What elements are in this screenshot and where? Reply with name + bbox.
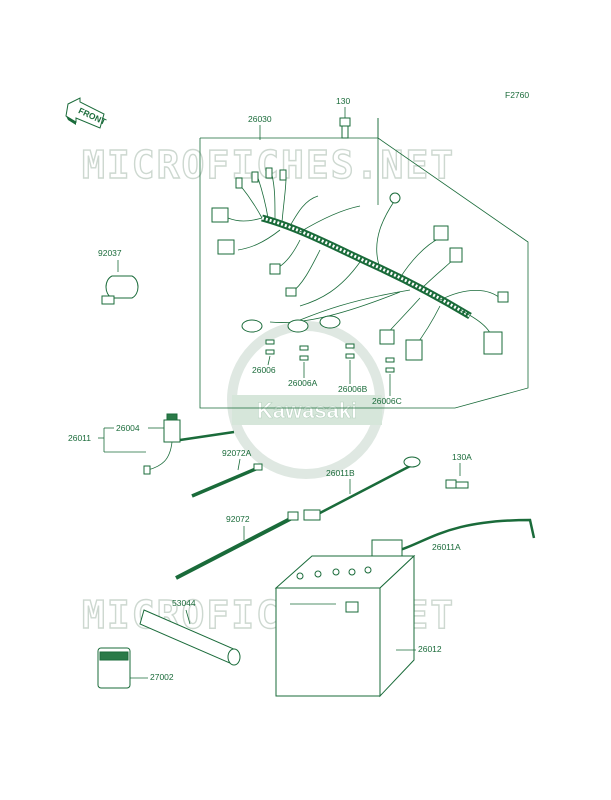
terminal-26006B-icon bbox=[345, 343, 355, 359]
part-label-26006: 26006 bbox=[252, 365, 276, 375]
brand-text: Kawasaki bbox=[257, 398, 357, 423]
band-92072-icon bbox=[175, 511, 299, 580]
part-label-26030: 26030 bbox=[248, 114, 272, 124]
terminal-26006C-icon bbox=[385, 357, 395, 373]
part-label-26006A: 26006A bbox=[288, 378, 318, 388]
switch-26004-icon bbox=[143, 413, 235, 475]
part-label-92072A: 92072A bbox=[222, 448, 252, 458]
battery-26012-icon bbox=[274, 554, 416, 698]
kawasaki-logo: Kawasaki bbox=[227, 321, 385, 479]
part-label-92037: 92037 bbox=[98, 248, 122, 258]
part-label-26011B: 26011B bbox=[326, 468, 355, 478]
terminal-26006-icon bbox=[265, 339, 275, 355]
front-arrow-icon: FRONT bbox=[65, 97, 108, 129]
bolt-130-icon bbox=[339, 117, 351, 139]
clamp-92037-icon bbox=[101, 275, 139, 305]
relay-27002-icon bbox=[97, 647, 131, 689]
lead-26011B-icon bbox=[303, 456, 421, 521]
terminal-26006A-icon bbox=[299, 345, 309, 361]
part-label-130A: 130A bbox=[452, 452, 472, 462]
diagram-code: F2760 bbox=[505, 90, 529, 100]
band-92072A-icon bbox=[191, 463, 263, 498]
part-label-53044: 53044 bbox=[172, 598, 196, 608]
part-label-26011: 26011 bbox=[68, 433, 91, 443]
part-label-26006C: 26006C bbox=[372, 396, 402, 406]
part-label-27002: 27002 bbox=[150, 672, 174, 682]
part-label-26012: 26012 bbox=[418, 644, 442, 654]
tube-53044-icon bbox=[139, 609, 241, 666]
part-label-26006B: 26006B bbox=[338, 384, 368, 394]
part-label-130: 130 bbox=[336, 96, 350, 106]
part-label-26011A: 26011A bbox=[432, 542, 461, 552]
wire-harness-26030 bbox=[211, 167, 509, 361]
watermark-top: MICROFICHES.NET bbox=[82, 143, 455, 187]
part-label-92072: 92072 bbox=[226, 514, 250, 524]
part-label-26004: 26004 bbox=[116, 423, 140, 433]
bolt-130A-icon bbox=[445, 479, 469, 489]
